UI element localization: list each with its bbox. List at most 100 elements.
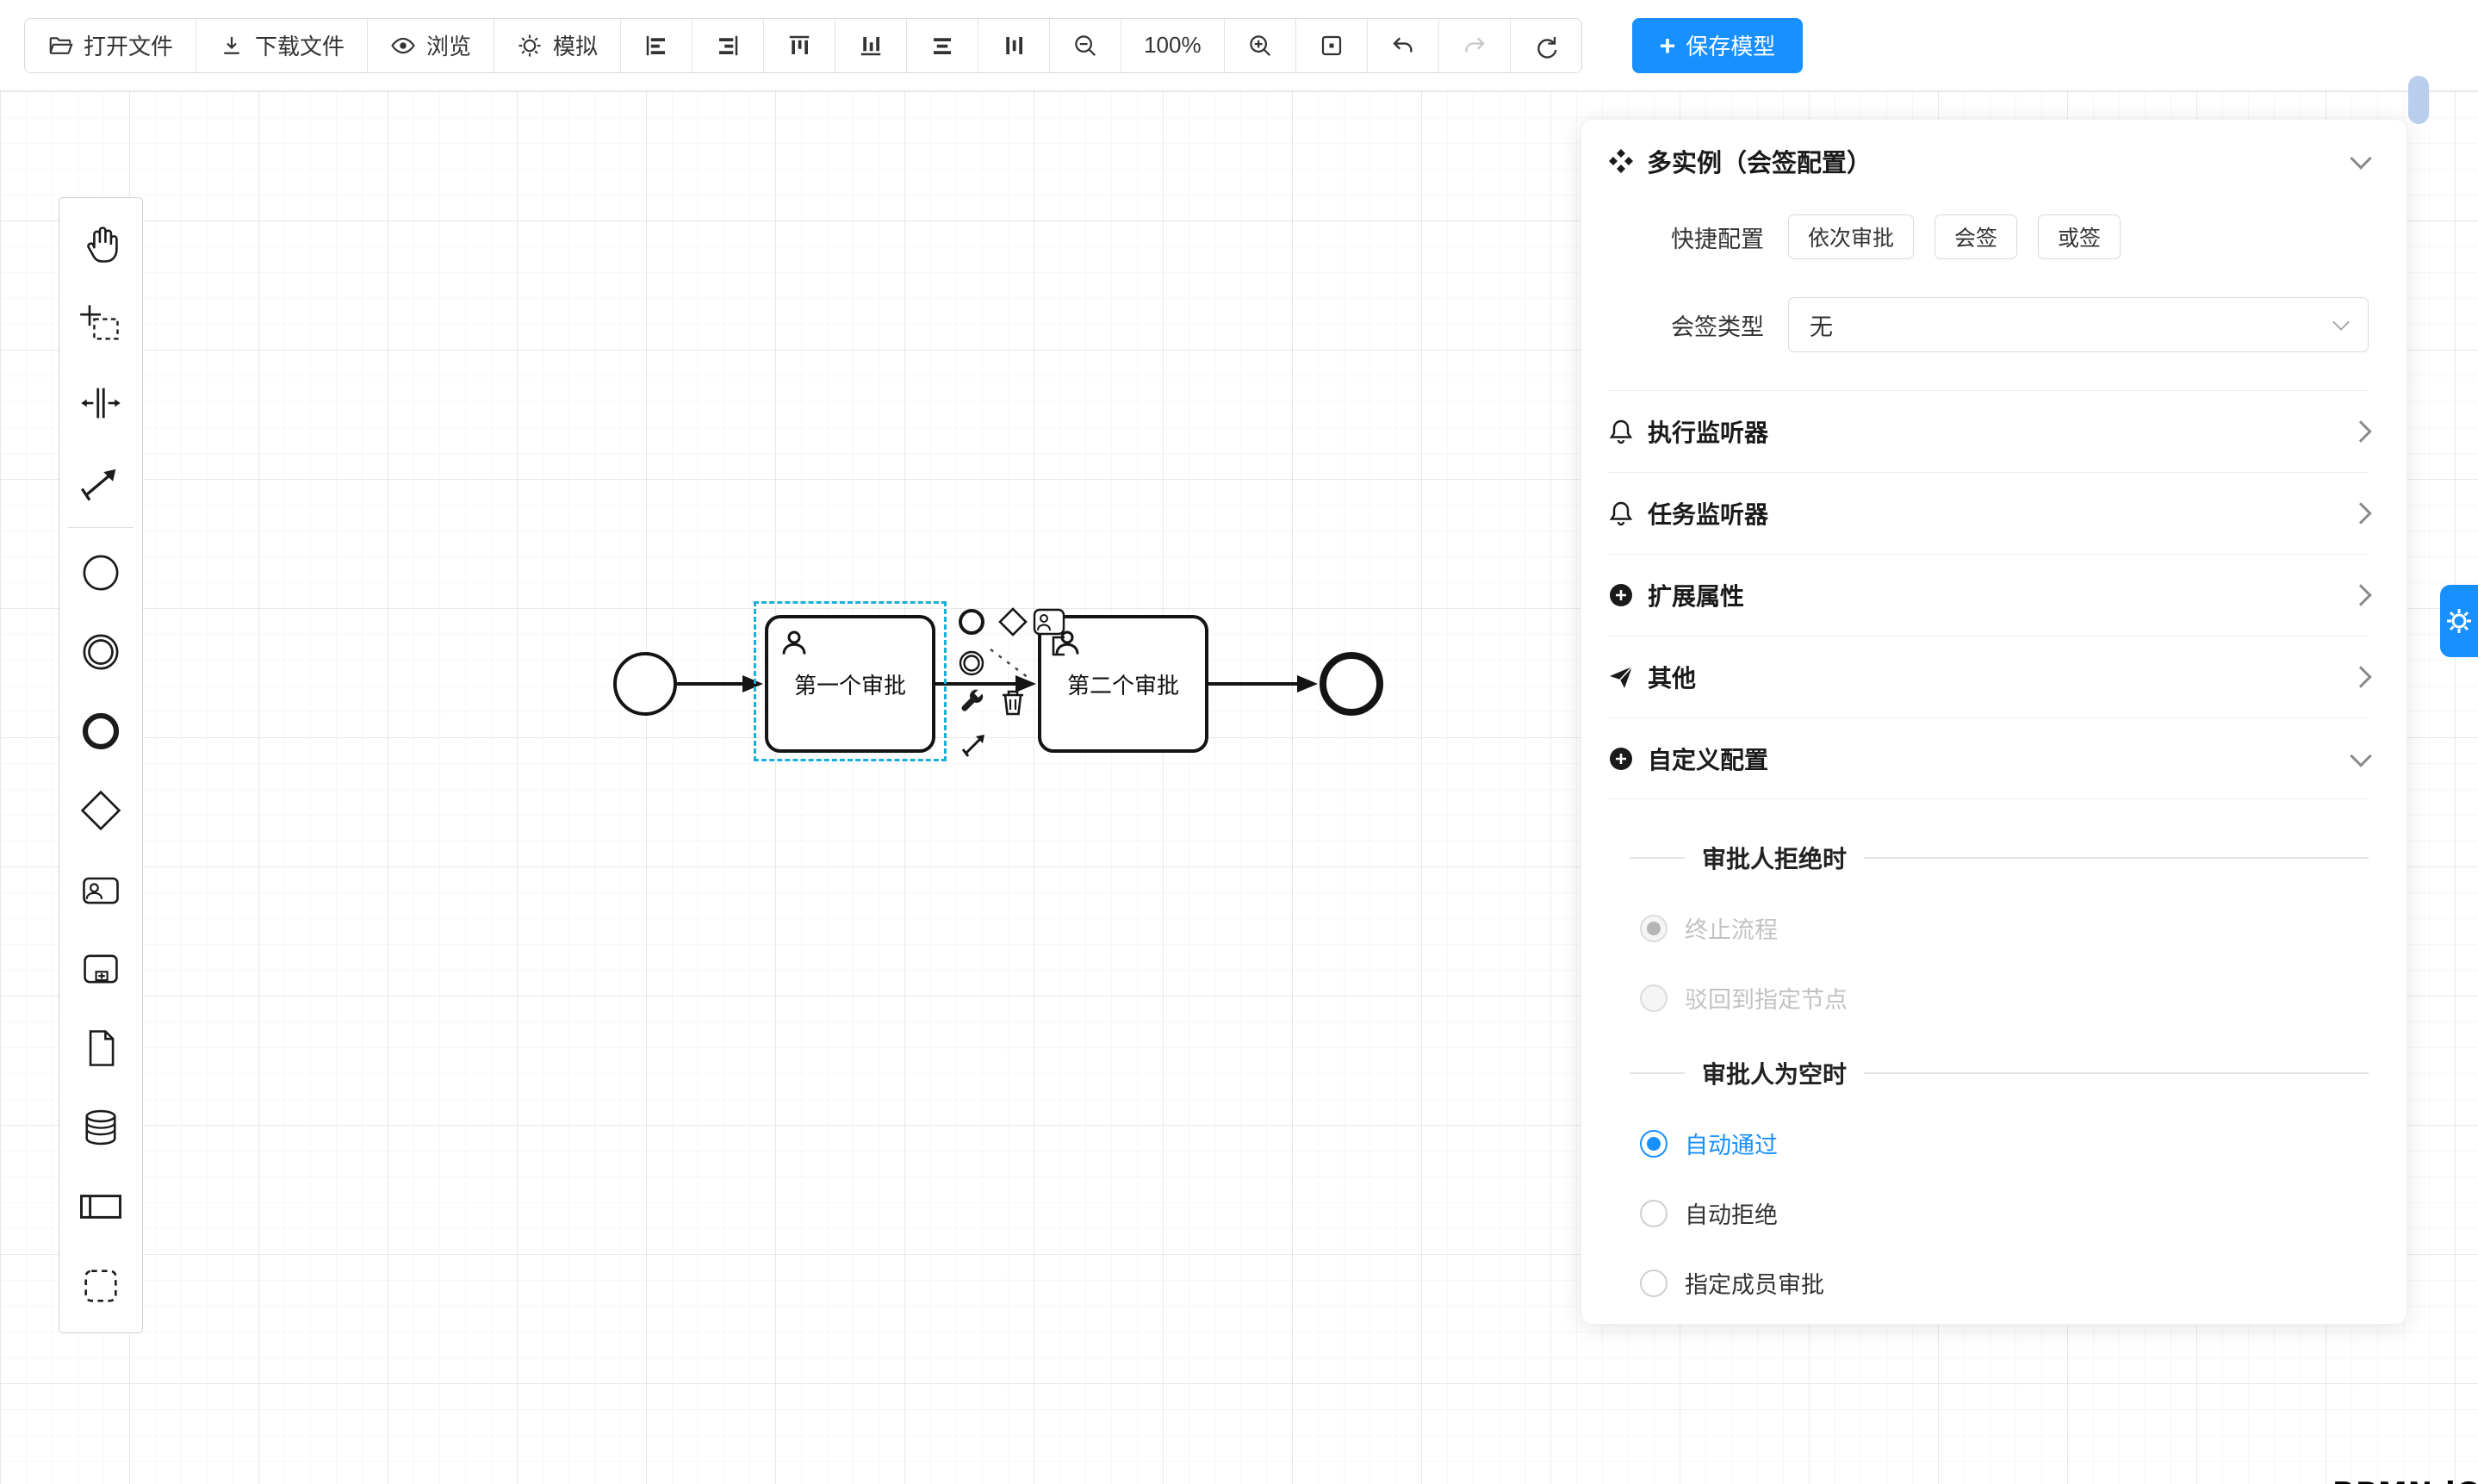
create-intermediate-event[interactable] <box>59 612 142 692</box>
section-task-listener[interactable]: 任务监听器 <box>1607 472 2372 554</box>
align-bottom-button[interactable] <box>835 18 907 72</box>
sign-type-label: 会签类型 <box>1671 314 1764 340</box>
end-event[interactable] <box>1320 652 1383 716</box>
plus-circle-icon <box>1610 584 1632 606</box>
quick-btn-countersign[interactable]: 会签 <box>1935 214 2018 259</box>
lasso-tool[interactable] <box>59 284 142 363</box>
radio-auto-pass[interactable]: 自动通过 <box>1640 1127 2369 1160</box>
quick-btn-sequential[interactable]: 依次审批 <box>1788 214 1915 259</box>
panel-title: 多实例（会签配置） <box>1647 150 1872 177</box>
quick-btn-or-sign[interactable]: 或签 <box>2038 214 2121 259</box>
align-center-vertical-button[interactable] <box>978 18 1050 72</box>
section-label: 任务监听器 <box>1648 501 1769 528</box>
panel-header[interactable]: 多实例（会签配置） <box>1607 120 2372 202</box>
space-tool[interactable] <box>59 363 142 443</box>
create-subprocess[interactable] <box>59 929 142 1009</box>
radio-auto-reject[interactable]: 自动拒绝 <box>1640 1196 2369 1230</box>
align-center-horizontal-icon <box>934 37 952 54</box>
append-intermediate-event-icon[interactable] <box>954 646 989 680</box>
section-custom-config[interactable]: 自定义配置 <box>1607 717 2372 799</box>
append-end-event-icon[interactable] <box>954 605 989 639</box>
hand-tool[interactable] <box>59 205 142 284</box>
global-connect-tool[interactable] <box>59 443 142 522</box>
task-label: 第二个审批 <box>1066 672 1179 699</box>
chevron-down-icon <box>2350 147 2372 170</box>
chevron-down-icon <box>2332 314 2350 331</box>
zoom-out-button[interactable] <box>1049 18 1121 72</box>
radio-return-to-node[interactable]: 驳回到指定节点 <box>1640 981 2369 1015</box>
lasso-icon <box>80 305 119 340</box>
chevron-right-icon <box>2350 420 2372 443</box>
zoom-in-button[interactable] <box>1223 18 1295 72</box>
redo-button[interactable] <box>1438 18 1510 72</box>
redo-icon <box>1465 36 1485 52</box>
append-text-annotation-icon[interactable] <box>1047 634 1071 658</box>
save-model-button[interactable]: + 保存模型 <box>1631 17 1804 73</box>
gear-icon <box>519 34 541 56</box>
align-top-button[interactable] <box>763 18 835 72</box>
append-gateway-icon[interactable] <box>996 605 1030 639</box>
bpmn-io-logo[interactable]: BPMN.iO <box>2332 1476 2478 1484</box>
create-gateway[interactable] <box>59 771 142 850</box>
radio-icon <box>1640 1199 1668 1227</box>
task-second-approval[interactable]: 第二个审批 <box>1038 615 1208 753</box>
folder-icon <box>49 36 73 54</box>
connect-tool-icon[interactable] <box>958 727 992 761</box>
section-execution-listener[interactable]: 执行监听器 <box>1607 390 2372 472</box>
section-label: 自定义配置 <box>1648 746 1769 773</box>
tool-palette <box>59 197 143 1333</box>
sign-type-select[interactable]: 无 <box>1788 297 2369 352</box>
zoom-in-icon <box>1249 34 1270 56</box>
scrollbar-thumb[interactable] <box>2408 76 2429 124</box>
task-first-approval[interactable]: 第一个审批 <box>765 615 935 753</box>
radio-icon <box>1640 1269 1668 1297</box>
fit-viewport-button[interactable] <box>1295 18 1367 72</box>
create-start-event[interactable] <box>59 533 142 612</box>
create-user-task[interactable] <box>59 850 142 929</box>
radio-assign-member[interactable]: 指定成员审批 <box>1640 1266 2369 1300</box>
simulate-button[interactable]: 模拟 <box>494 18 621 72</box>
settings-tab[interactable] <box>2440 585 2478 657</box>
create-participant[interactable] <box>59 1167 142 1246</box>
quick-config-row: 快捷配置 依次审批 会签 或签 <box>1607 209 2369 264</box>
create-data-object[interactable] <box>59 1009 142 1088</box>
download-file-button[interactable]: 下载文件 <box>196 18 368 72</box>
plus-icon: + <box>1659 29 1676 61</box>
create-group[interactable] <box>59 1246 142 1326</box>
gear-icon <box>2447 609 2471 633</box>
section-other[interactable]: 其他 <box>1607 636 2372 717</box>
align-right-button[interactable] <box>692 18 764 72</box>
fit-viewport-icon <box>1321 35 1341 55</box>
undo-button[interactable] <box>1366 18 1438 72</box>
reject-section-title: 审批人拒绝时 <box>1607 841 2369 875</box>
radio-icon <box>1640 984 1668 1012</box>
zoom-level: 100% <box>1121 18 1224 72</box>
connect-icon <box>80 469 116 501</box>
palette-separator <box>68 527 134 528</box>
section-label: 执行监听器 <box>1648 419 1769 446</box>
create-end-event[interactable] <box>59 692 142 771</box>
radio-icon <box>1640 1129 1668 1158</box>
reset-button[interactable] <box>1509 18 1581 72</box>
create-data-store[interactable] <box>59 1088 142 1167</box>
space-tool-icon <box>81 388 121 419</box>
append-user-task-icon[interactable] <box>1032 605 1066 639</box>
align-left-icon <box>646 35 666 55</box>
bell-icon <box>1609 419 1633 444</box>
user-task-icon <box>782 630 806 655</box>
section-label: 其他 <box>1648 665 1697 692</box>
radio-terminate-process[interactable]: 终止流程 <box>1640 911 2369 945</box>
section-extended-properties[interactable]: 扩展属性 <box>1607 554 2372 636</box>
undo-icon <box>1392 36 1413 52</box>
hand-icon <box>87 227 118 263</box>
open-file-button[interactable]: 打开文件 <box>25 18 196 72</box>
align-center-horizontal-button[interactable] <box>906 18 978 72</box>
eye-icon <box>391 37 415 53</box>
preview-button[interactable]: 浏览 <box>367 18 494 72</box>
trash-icon[interactable] <box>996 686 1030 720</box>
zoom-out-icon <box>1075 34 1096 56</box>
align-left-button[interactable] <box>620 18 692 72</box>
radio-icon <box>1640 914 1668 942</box>
start-event[interactable] <box>613 652 677 716</box>
wrench-icon[interactable] <box>954 686 989 720</box>
